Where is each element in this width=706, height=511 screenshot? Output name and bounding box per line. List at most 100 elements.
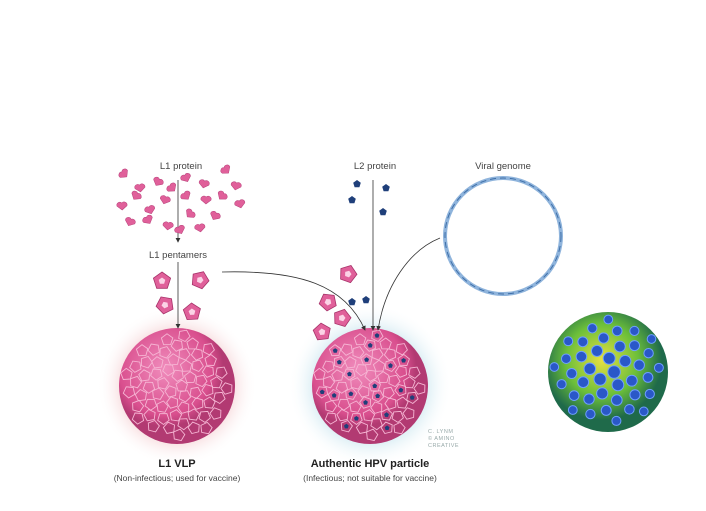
label-l1-pentamers: L1 pentamers	[149, 250, 207, 261]
capsomere	[349, 400, 362, 413]
capsomere	[175, 379, 189, 392]
pentamer-center	[161, 301, 169, 309]
capsomere	[120, 367, 133, 380]
l2-protein-icon	[348, 196, 356, 204]
l1-protein-icon	[180, 173, 191, 182]
capsomere	[189, 386, 202, 400]
vlp-subtitle: (Non-infectious; used for vaccine)	[114, 473, 241, 483]
capsomere	[328, 344, 342, 357]
l2-protein-icon	[362, 296, 370, 304]
capsomere	[362, 409, 376, 422]
pentamer-center	[188, 308, 196, 315]
l2-in-capsid	[332, 348, 338, 353]
capsomere	[372, 359, 386, 372]
hpv-title: Authentic HPV particle	[311, 458, 430, 470]
capsomere-3d	[629, 389, 641, 401]
capsomere	[336, 408, 349, 422]
viral-genome-dna-ring	[443, 176, 563, 296]
l2-protein-icon	[353, 180, 361, 188]
l2-protein-icon	[379, 208, 387, 216]
capsomere-3d	[653, 362, 664, 373]
pentamer-center	[197, 276, 204, 284]
capsomere	[156, 400, 169, 413]
capsomere-3d	[583, 393, 595, 405]
capsomere	[368, 379, 382, 392]
capsomere	[382, 386, 395, 400]
capsomere	[178, 329, 191, 343]
capsomere	[132, 399, 145, 413]
l1-protein-icon	[174, 225, 185, 234]
capsomere	[142, 381, 156, 394]
arrow-pentamer-to-hpv	[221, 271, 366, 331]
l1-protein-icon	[134, 183, 146, 193]
capsomere	[394, 365, 407, 378]
capsomere	[357, 385, 370, 398]
capsomere-3d	[575, 350, 588, 363]
capsomere	[352, 346, 365, 359]
l1-protein-icon	[210, 210, 221, 220]
capsomere-3d	[633, 359, 645, 371]
capsomere	[198, 410, 211, 423]
capsomere-3d	[577, 376, 590, 389]
capsomere	[360, 353, 373, 366]
capsomere	[397, 353, 410, 366]
capsomere	[167, 353, 180, 366]
capsomere	[200, 421, 213, 435]
capsomere	[379, 337, 392, 350]
capsomere	[384, 397, 397, 410]
capsomere	[152, 387, 165, 400]
capsomere-3d	[614, 340, 626, 353]
capsomere	[162, 421, 175, 435]
capsomere-3d	[577, 336, 589, 348]
capsomere-3d	[619, 354, 632, 368]
l2-in-capsid	[384, 412, 389, 417]
capsomere	[166, 396, 178, 409]
capsomere	[391, 410, 404, 423]
capsomere	[380, 408, 393, 421]
l1-protein-icon	[198, 179, 210, 189]
l2-in-capsid	[384, 425, 390, 430]
capsomere	[135, 344, 149, 357]
capsomere	[122, 386, 136, 399]
l1-protein-icon	[234, 199, 246, 209]
capsomere-3d	[549, 362, 560, 372]
capsomere-3d	[600, 404, 612, 416]
capsomere	[370, 418, 383, 431]
capsomere	[413, 382, 426, 395]
capsomere	[322, 360, 335, 373]
l1-protein-icon	[142, 214, 153, 224]
l1-protein-icon	[166, 182, 177, 192]
capsomere	[384, 359, 397, 373]
capsomere	[177, 401, 190, 414]
l1-protein-icon	[118, 168, 128, 178]
capsomere	[366, 428, 379, 442]
l1-protein-icon	[144, 205, 155, 215]
capsomere	[130, 375, 143, 389]
capsomere-3d	[597, 332, 610, 344]
capsomere	[140, 355, 153, 369]
capsomere	[313, 367, 326, 380]
pentamer-center	[324, 299, 332, 306]
capsomere-3d	[583, 362, 597, 376]
l1-protein-icon	[230, 181, 242, 191]
l2-in-capsid	[374, 333, 380, 338]
pentamer-center	[339, 314, 346, 322]
capsomere	[323, 375, 336, 389]
capsomere-3d	[642, 372, 654, 383]
l2-in-capsid	[367, 342, 373, 348]
capsomere-3d	[644, 388, 655, 400]
capsomere	[202, 343, 215, 356]
l2-in-capsid	[344, 423, 349, 429]
l2-in-capsid	[372, 383, 378, 388]
capsomere-3d	[556, 379, 567, 390]
pentamer-center	[318, 328, 326, 335]
capsomere	[138, 369, 151, 382]
capsomere	[355, 421, 368, 435]
l2-in-capsid	[348, 391, 354, 396]
capsomere	[187, 408, 200, 421]
capsomere	[388, 374, 401, 388]
capsomere	[215, 366, 228, 379]
l1-protein-icon	[186, 208, 196, 218]
capsomere-3d	[566, 367, 578, 380]
